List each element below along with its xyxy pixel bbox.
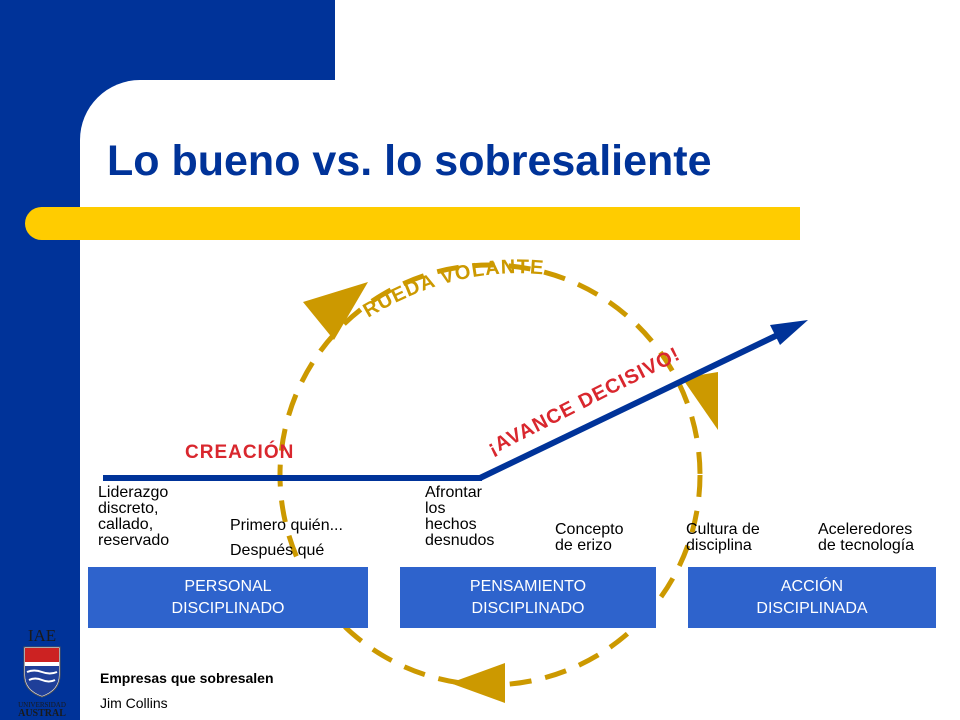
flywheel-arrowhead-bottom — [450, 663, 505, 703]
svg-text:UNIVERSIDAD: UNIVERSIDAD — [18, 701, 66, 709]
book-title: Empresas que sobresalen — [100, 670, 274, 686]
concept-label: Primero quién... — [230, 517, 343, 534]
flywheel-label: RUEDA VOLANTE — [360, 256, 546, 322]
iae-austral-logo: IAE UNIVERSIDAD AUSTRAL — [18, 626, 66, 717]
flywheel-arrowhead-right — [682, 372, 718, 430]
breakthrough-label: ¡AVANCE DECISIVO! — [484, 343, 684, 459]
stage-box-personal: PERSONAL DISCIPLINADO — [88, 567, 368, 628]
breakthrough-line — [478, 327, 790, 481]
concept-label: Cultura de disciplina — [686, 521, 760, 554]
concept-label: Después qué — [230, 542, 325, 559]
concept-label: Liderazgo discreto, callado, reservado — [98, 484, 170, 549]
stage-box-pensamiento: PENSAMIENTO DISCIPLINADO — [400, 567, 656, 628]
flywheel-arrowhead-top — [303, 282, 368, 340]
stage-box-accion: ACCIÓN DISCIPLINADA — [688, 567, 936, 628]
svg-text:AUSTRAL: AUSTRAL — [18, 708, 66, 717]
slide-title: Lo bueno vs. lo sobresaliente — [107, 137, 712, 185]
creation-label: CREACIÓN — [185, 442, 295, 463]
concept-label: Afrontar los hechos desnudos — [425, 484, 495, 549]
book-author: Jim Collins — [100, 695, 168, 711]
concept-label: Concepto de erizo — [555, 521, 624, 554]
concept-label: Aceleredores de tecnología — [818, 521, 915, 554]
breakthrough-arrowhead — [770, 320, 808, 345]
yellow-title-underline — [25, 207, 800, 240]
svg-text:IAE: IAE — [28, 626, 56, 645]
